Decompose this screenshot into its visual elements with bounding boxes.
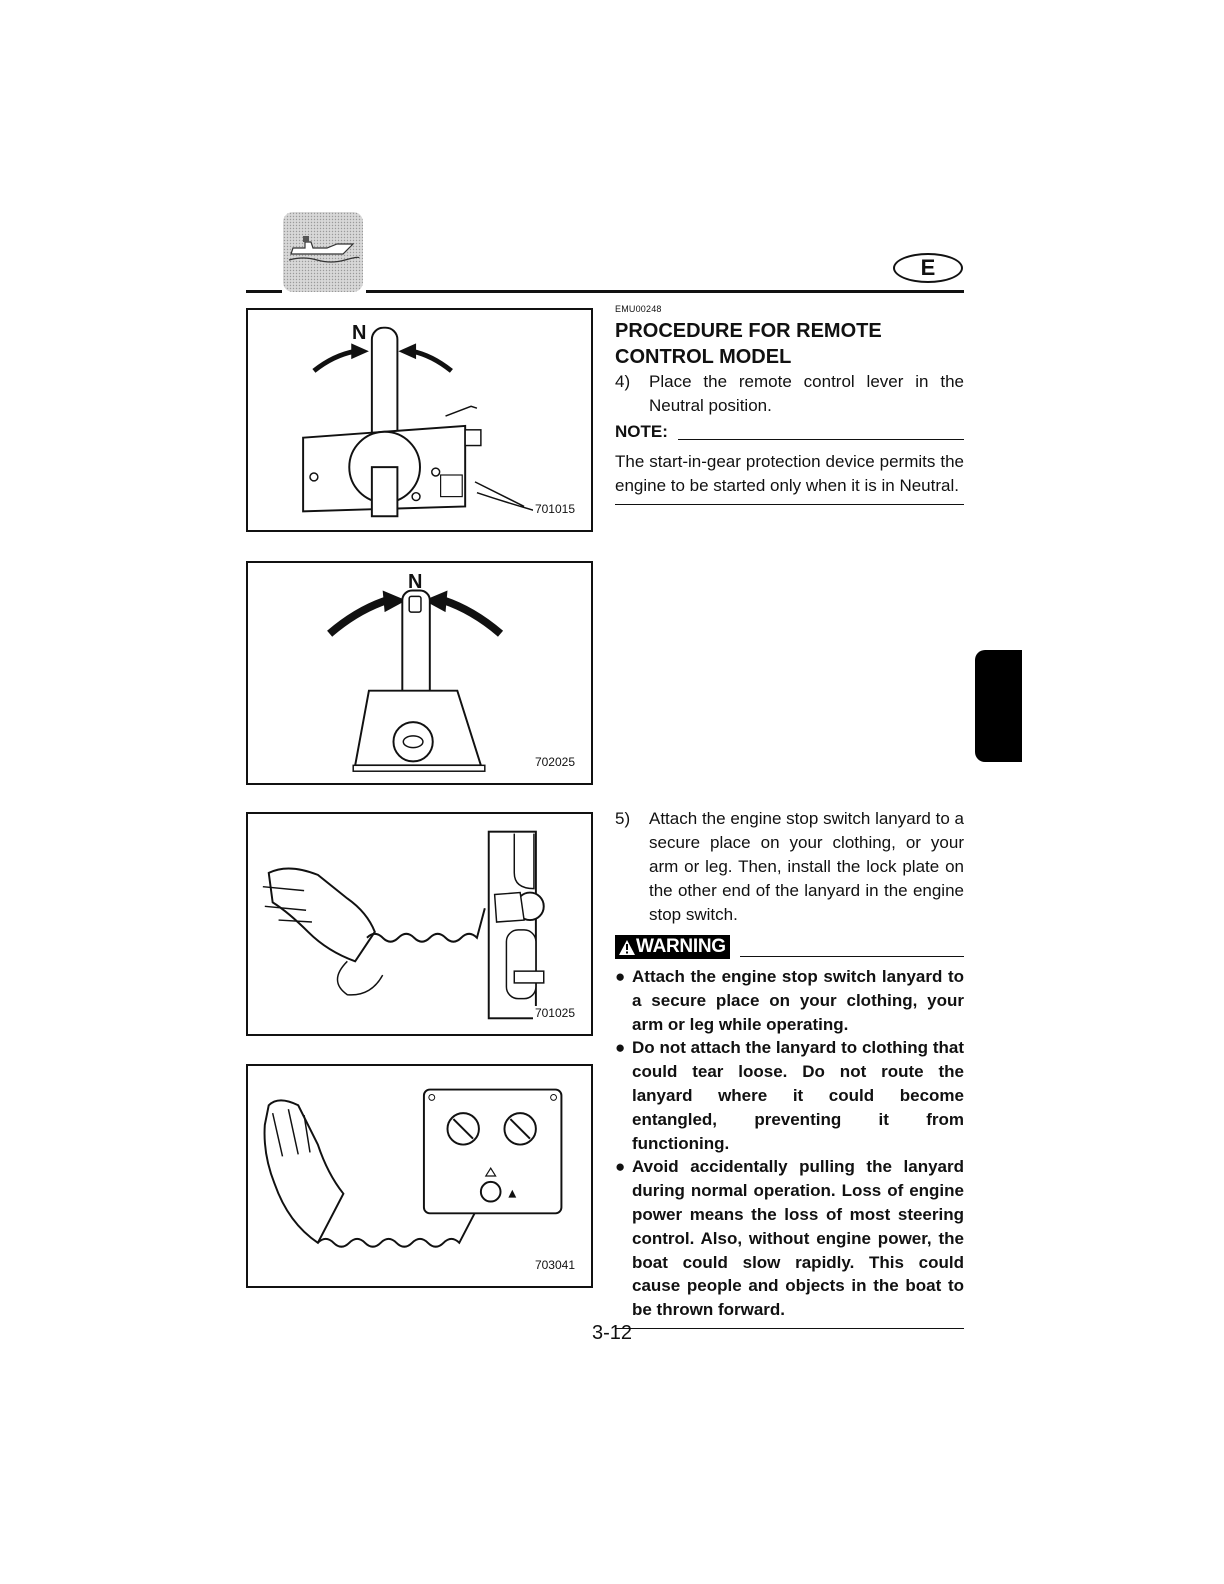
lanyard-wrist-illustration — [262, 830, 545, 1020]
header-rule-left — [246, 290, 282, 293]
figure-side-mount-lever: N 701015 — [246, 308, 593, 532]
section-title-line2: CONTROL MODEL — [615, 346, 792, 368]
step-5: 5) Attach the engine stop switch lanyard… — [615, 807, 964, 927]
note-header: NOTE: — [615, 420, 964, 444]
figure-code: 703041 — [532, 1258, 577, 1272]
procedure-section: EMU00248 PROCEDURE FOR REMOTE CONTROL MO… — [615, 304, 964, 505]
figure-lanyard-side-mount: 701025 — [246, 812, 593, 1036]
lanyard-panel-illustration — [263, 1088, 563, 1248]
warning-triangle-icon — [619, 939, 635, 955]
step-4: 4) Place the remote control lever in the… — [615, 370, 964, 418]
language-badge: E — [893, 253, 963, 283]
step-number: 5) — [615, 809, 631, 828]
section-title: PROCEDURE FOR REMOTE CONTROL MODEL — [615, 318, 964, 370]
step-text: Place the remote control lever in the Ne… — [649, 372, 964, 415]
warning-header: WARNING — [615, 935, 964, 959]
figure-code: 701015 — [532, 502, 577, 516]
note-text: The start-in-gear protection device perm… — [615, 450, 964, 505]
section-title-line1: PROCEDURE FOR REMOTE — [615, 320, 882, 342]
page-number: 3-12 — [591, 1322, 633, 1344]
step-number: 4) — [615, 372, 631, 391]
header-rule-right — [366, 290, 964, 293]
figure-code: 702025 — [532, 755, 577, 769]
figure-lanyard-panel: 703041 — [246, 1064, 593, 1288]
bullet: ● — [615, 967, 626, 986]
neutral-label: N — [352, 322, 367, 344]
note-label: NOTE: — [615, 422, 668, 441]
figure-top-mount-lever: N 702025 — [246, 561, 593, 785]
chapter-tab — [975, 650, 1022, 762]
warning-item: ● Attach the engine stop switch lanyard … — [615, 965, 964, 1036]
warning-item: ● Avoid accidentally pulling the lanyard… — [615, 1155, 964, 1322]
neutral-label: N — [408, 571, 423, 593]
boat-operation-icon — [283, 212, 363, 292]
top-mount-lever-illustration — [327, 589, 504, 772]
lanyard-section: 5) Attach the engine stop switch lanyard… — [615, 807, 964, 1329]
warning-text: Avoid accidentally pulling the lanyard d… — [632, 1157, 964, 1320]
warning-list: ● Attach the engine stop switch lanyard … — [615, 965, 964, 1329]
warning-badge: WARNING — [615, 935, 730, 959]
warning-rule — [739, 955, 964, 957]
warning-label: WARNING — [636, 936, 726, 957]
note-rule — [677, 438, 964, 440]
warning-item: ● Do not attach the lanyard to clothing … — [615, 1036, 964, 1155]
document-code: EMU00248 — [615, 304, 662, 314]
warning-text: Attach the engine stop switch lanyard to… — [632, 967, 964, 1034]
bullet: ● — [615, 1157, 626, 1177]
figure-code: 701025 — [532, 1006, 577, 1020]
step-text: Attach the engine stop switch lanyard to… — [649, 809, 964, 924]
warning-text: Do not attach the lanyard to clothing th… — [632, 1038, 964, 1153]
bullet: ● — [615, 1038, 626, 1058]
side-mount-lever-illustration — [302, 326, 535, 518]
